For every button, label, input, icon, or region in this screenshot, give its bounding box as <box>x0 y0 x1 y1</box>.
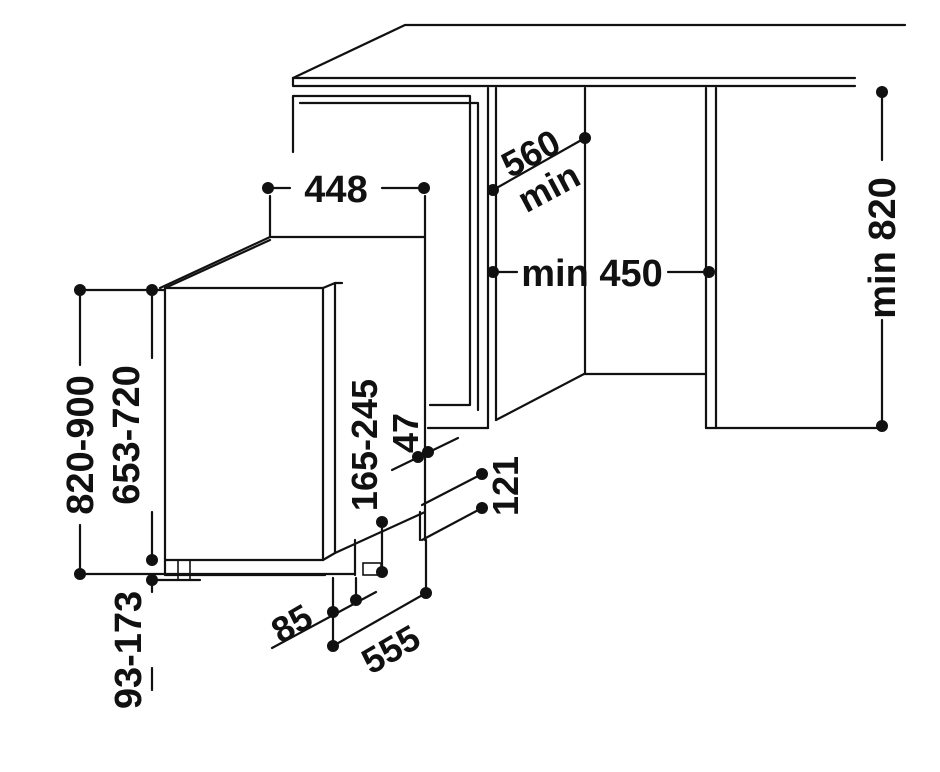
adjacent-cabinet-left <box>291 94 480 412</box>
dim-cabinet-width: min 450 <box>487 253 715 295</box>
label-total-height: 820-900 <box>60 375 102 514</box>
dim-cabinet-depth: 560 min <box>487 121 591 220</box>
label-door-offset: 165-245 <box>344 379 385 511</box>
dim-door-offset: 165-245 <box>344 379 388 578</box>
label-foot-height: 121 <box>485 456 526 516</box>
dim-total-height: 820-900 <box>60 284 357 580</box>
dim-foot-height: 121 <box>420 456 526 542</box>
label-plinth-height: 93-173 <box>108 591 150 709</box>
label-plinth-depth: 85 <box>264 596 319 652</box>
label-door-height: 653-720 <box>106 365 148 504</box>
label-cabinet-width: min 450 <box>521 253 663 295</box>
dim-appliance-width: 448 <box>262 169 430 211</box>
label-appliance-width: 448 <box>304 169 367 211</box>
dim-door-height: 653-720 <box>106 284 158 566</box>
dim-cabinet-height: min 820 <box>862 86 904 432</box>
dim-rear-gap: 47 <box>385 413 460 472</box>
worktop <box>291 23 907 88</box>
dim-plinth-depth: 85 <box>264 576 378 652</box>
dim-plinth-height: 93-173 <box>108 574 202 709</box>
label-rear-gap: 47 <box>385 413 426 453</box>
label-cabinet-height: min 820 <box>862 177 904 319</box>
dishwasher-body <box>158 194 427 562</box>
